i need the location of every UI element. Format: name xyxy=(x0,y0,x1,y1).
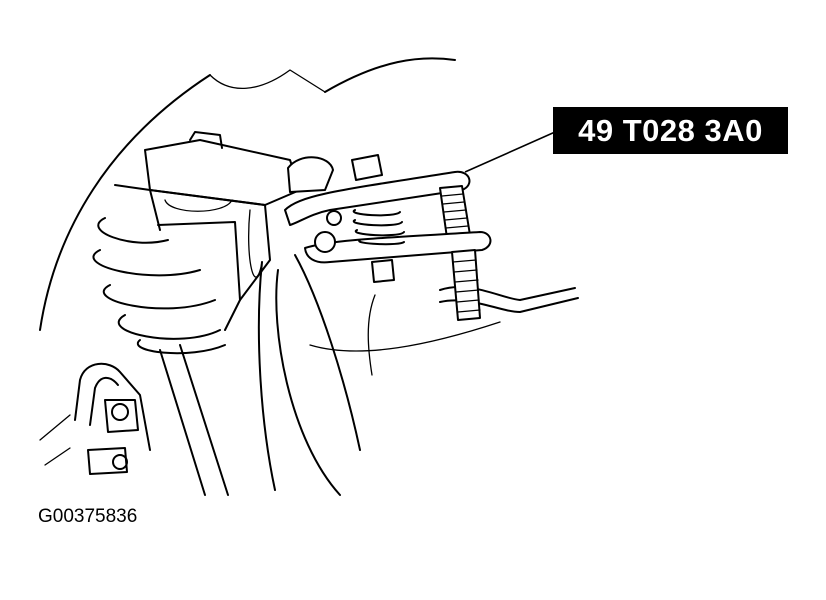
coil-spring-icon xyxy=(92,217,226,355)
callout-leader-line xyxy=(464,131,556,173)
wheel-housing-arc xyxy=(39,57,456,331)
figure-id-label: G00375836 xyxy=(38,506,138,527)
brake-line-bracket xyxy=(39,362,151,475)
steering-knuckle-icon xyxy=(248,209,501,496)
ball-joint-puller-icon xyxy=(284,154,492,321)
tool-number-callout: 49 T028 3A0 xyxy=(553,107,788,154)
control-arm xyxy=(439,286,579,313)
shock-tube xyxy=(159,344,229,496)
strut-assembly xyxy=(114,131,301,331)
wheel-housing-inner-arc xyxy=(209,69,326,93)
